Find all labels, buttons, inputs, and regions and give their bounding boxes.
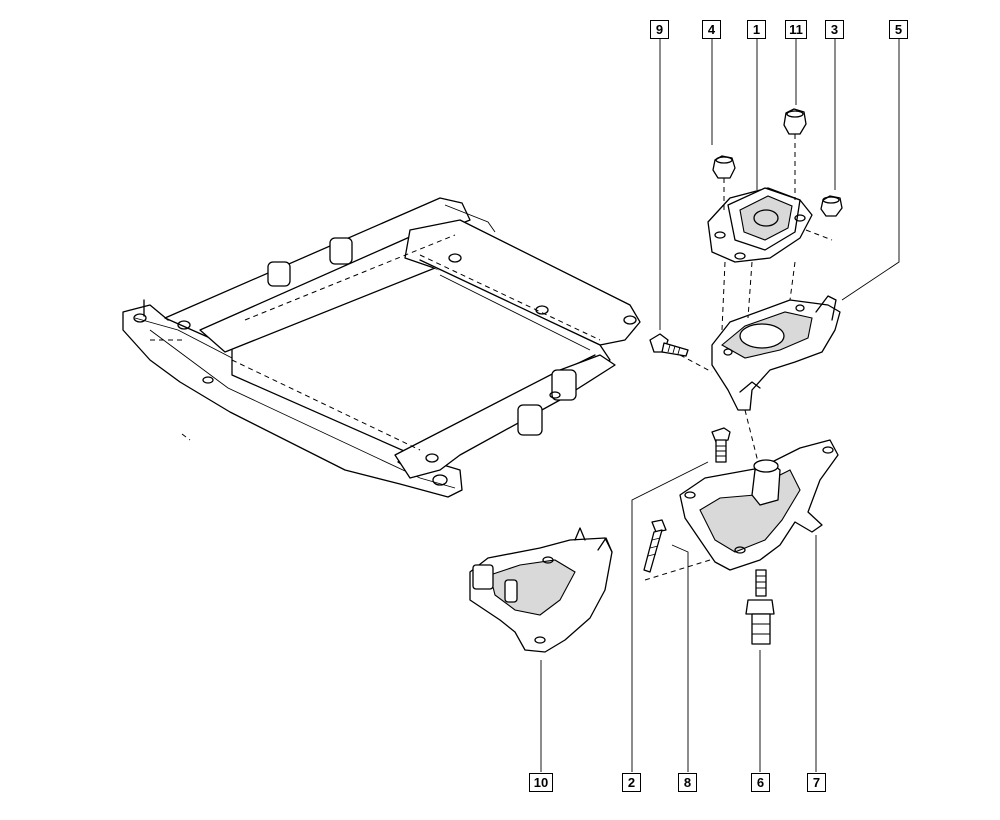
- callout-8: 8: [678, 773, 697, 792]
- support-bracket: [469, 527, 613, 653]
- nut-11: [783, 108, 807, 135]
- callout-6: 6: [751, 773, 770, 792]
- stud-6: [745, 569, 775, 645]
- callout-10: 10: [529, 773, 553, 792]
- callout-5: 5: [889, 20, 908, 39]
- callout-9: 9: [650, 20, 669, 39]
- lower-support: [679, 439, 839, 571]
- upper-engine-mount: [707, 187, 813, 263]
- nut-3: [820, 195, 843, 217]
- callout-7: 7: [807, 773, 826, 792]
- nut-4: [712, 155, 736, 179]
- bolt-8: [643, 519, 667, 573]
- bracket: [711, 295, 841, 411]
- leader-lines: [540, 38, 900, 772]
- subframe: [122, 197, 641, 498]
- callout-1: 1: [747, 20, 766, 39]
- callout-4: 4: [702, 20, 721, 39]
- callout-2: 2: [622, 773, 641, 792]
- callout-11: 11: [785, 20, 807, 39]
- bolt-2: [711, 427, 731, 463]
- callout-3: 3: [825, 20, 844, 39]
- bolt-9: [649, 333, 689, 357]
